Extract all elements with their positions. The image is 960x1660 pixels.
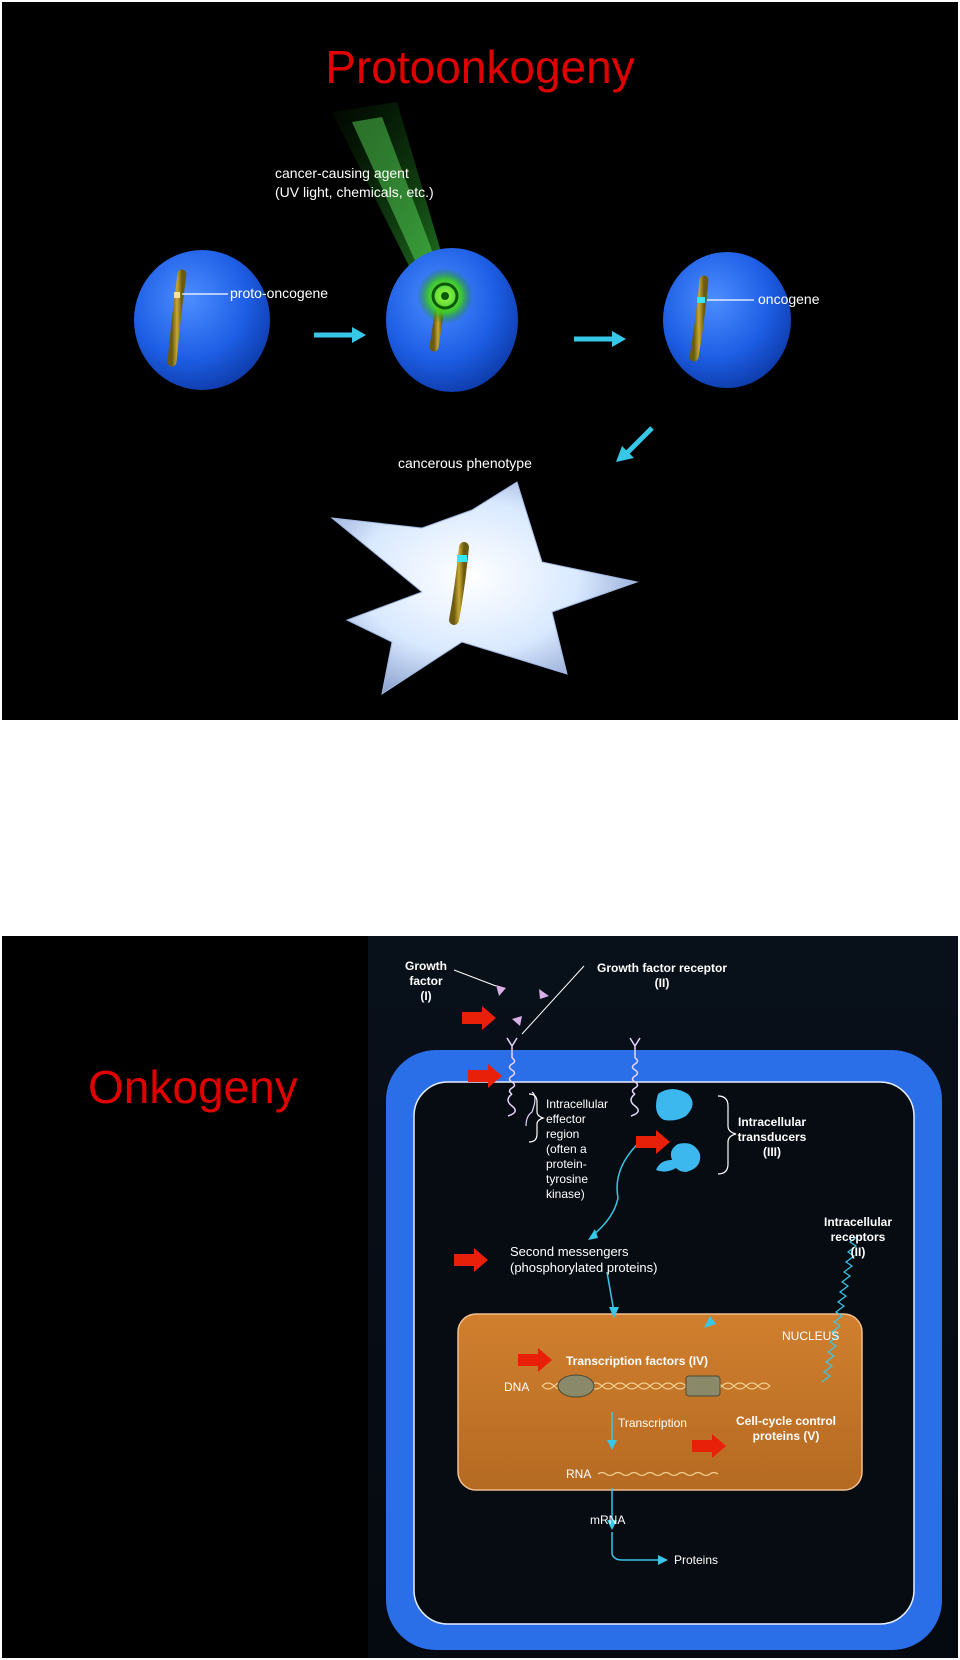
effector-label-line: (often a	[546, 1142, 587, 1156]
transcription-factors-label: Transcription factors (IV)	[566, 1354, 708, 1368]
growth-factor-receptor	[629, 1037, 641, 1117]
rna-label: RNA	[566, 1467, 591, 1481]
effector-label: Intracellular effector region (often a p…	[546, 1097, 608, 1201]
growth-factor-label-1: Growth	[405, 959, 447, 973]
arrow-right-icon	[574, 331, 626, 347]
cell-cycle-label-1: Cell-cycle control	[736, 1414, 836, 1428]
growth-factor-label-3: (I)	[420, 989, 431, 1003]
slide2-title: Onkogeny	[88, 1061, 298, 1113]
protooncogene-diagram: cancer-causing agent (UV light, chemical…	[134, 102, 820, 696]
effector-label-line: kinase)	[546, 1187, 585, 1201]
uv-beam	[332, 102, 447, 292]
growth-factor-icon	[539, 989, 549, 999]
second-messengers-label-1: Second messengers	[510, 1244, 629, 1259]
proteins-label: Proteins	[674, 1553, 718, 1567]
slide1-title: Protoonkogeny	[325, 41, 635, 93]
cell-exposed	[386, 248, 518, 392]
transcription-factor-icon	[557, 1374, 595, 1398]
intracellular-receptors-label-1: Intracellular	[824, 1215, 892, 1229]
nucleus-label: NUCLEUS	[782, 1329, 839, 1343]
mrna-label: mRNA	[590, 1513, 625, 1527]
oncogene-label: oncogene	[758, 291, 820, 307]
transcription-factor-icon	[685, 1375, 721, 1397]
cancerous-cell	[330, 481, 639, 696]
effector-label-line: tyrosine	[546, 1172, 588, 1186]
dna-label: DNA	[504, 1380, 529, 1394]
growth-factor-icon	[512, 1016, 522, 1026]
intracellular-receptors-label-3: (II)	[851, 1245, 866, 1259]
cell-oncogene	[663, 252, 791, 388]
effector-label-line: Intracellular	[546, 1097, 608, 1111]
transcription-label: Transcription	[618, 1416, 687, 1430]
transducers-label-1: Intracellular	[738, 1115, 806, 1129]
growth-factor-receptor	[506, 1037, 518, 1117]
transducer-icon	[656, 1143, 701, 1172]
intracellular-receptors-label-2: receptors	[831, 1230, 886, 1244]
effector-bracket	[528, 1093, 545, 1143]
cancerous-phenotype-label: cancerous phenotype	[398, 455, 532, 471]
agent-label-1: cancer-causing agent	[275, 165, 409, 181]
transducer-icon	[656, 1089, 693, 1121]
receptor-label-2: (II)	[655, 976, 670, 990]
transducer-bracket	[717, 1095, 737, 1175]
cell-cycle-label-2: proteins (V)	[753, 1429, 820, 1443]
transducers-label-2: transducers	[738, 1130, 807, 1144]
transducers-label-3: (III)	[763, 1145, 781, 1159]
effector-label-line: protein-	[546, 1157, 587, 1171]
cell-proto-oncogene	[134, 250, 270, 390]
second-messengers-label-2: (phosphorylated proteins)	[510, 1260, 657, 1275]
slide-protooncogenes: cancer-causing agent (UV light, chemical…	[2, 2, 958, 720]
agent-label-2: (UV light, chemicals, etc.)	[275, 184, 434, 200]
arrow-down-left-icon	[616, 426, 654, 462]
slide-oncogenes: Growth factor (I) Growth factor receptor…	[2, 936, 958, 1658]
oncogene-signaling-diagram: Growth factor (I) Growth factor receptor…	[368, 936, 958, 1658]
effector-label-line: region	[546, 1127, 579, 1141]
nucleus	[457, 1313, 863, 1491]
growth-factor-label-2: factor	[409, 974, 443, 988]
proto-oncogene-label: proto-oncogene	[230, 285, 328, 301]
arrow-right-icon	[314, 327, 366, 343]
intracellular-receptor-path	[821, 1235, 859, 1383]
rna-strand	[597, 1471, 719, 1477]
receptor-label-1: Growth factor receptor	[597, 961, 727, 975]
growth-factor-icon	[496, 985, 506, 996]
effector-label-line: effector	[546, 1112, 586, 1126]
